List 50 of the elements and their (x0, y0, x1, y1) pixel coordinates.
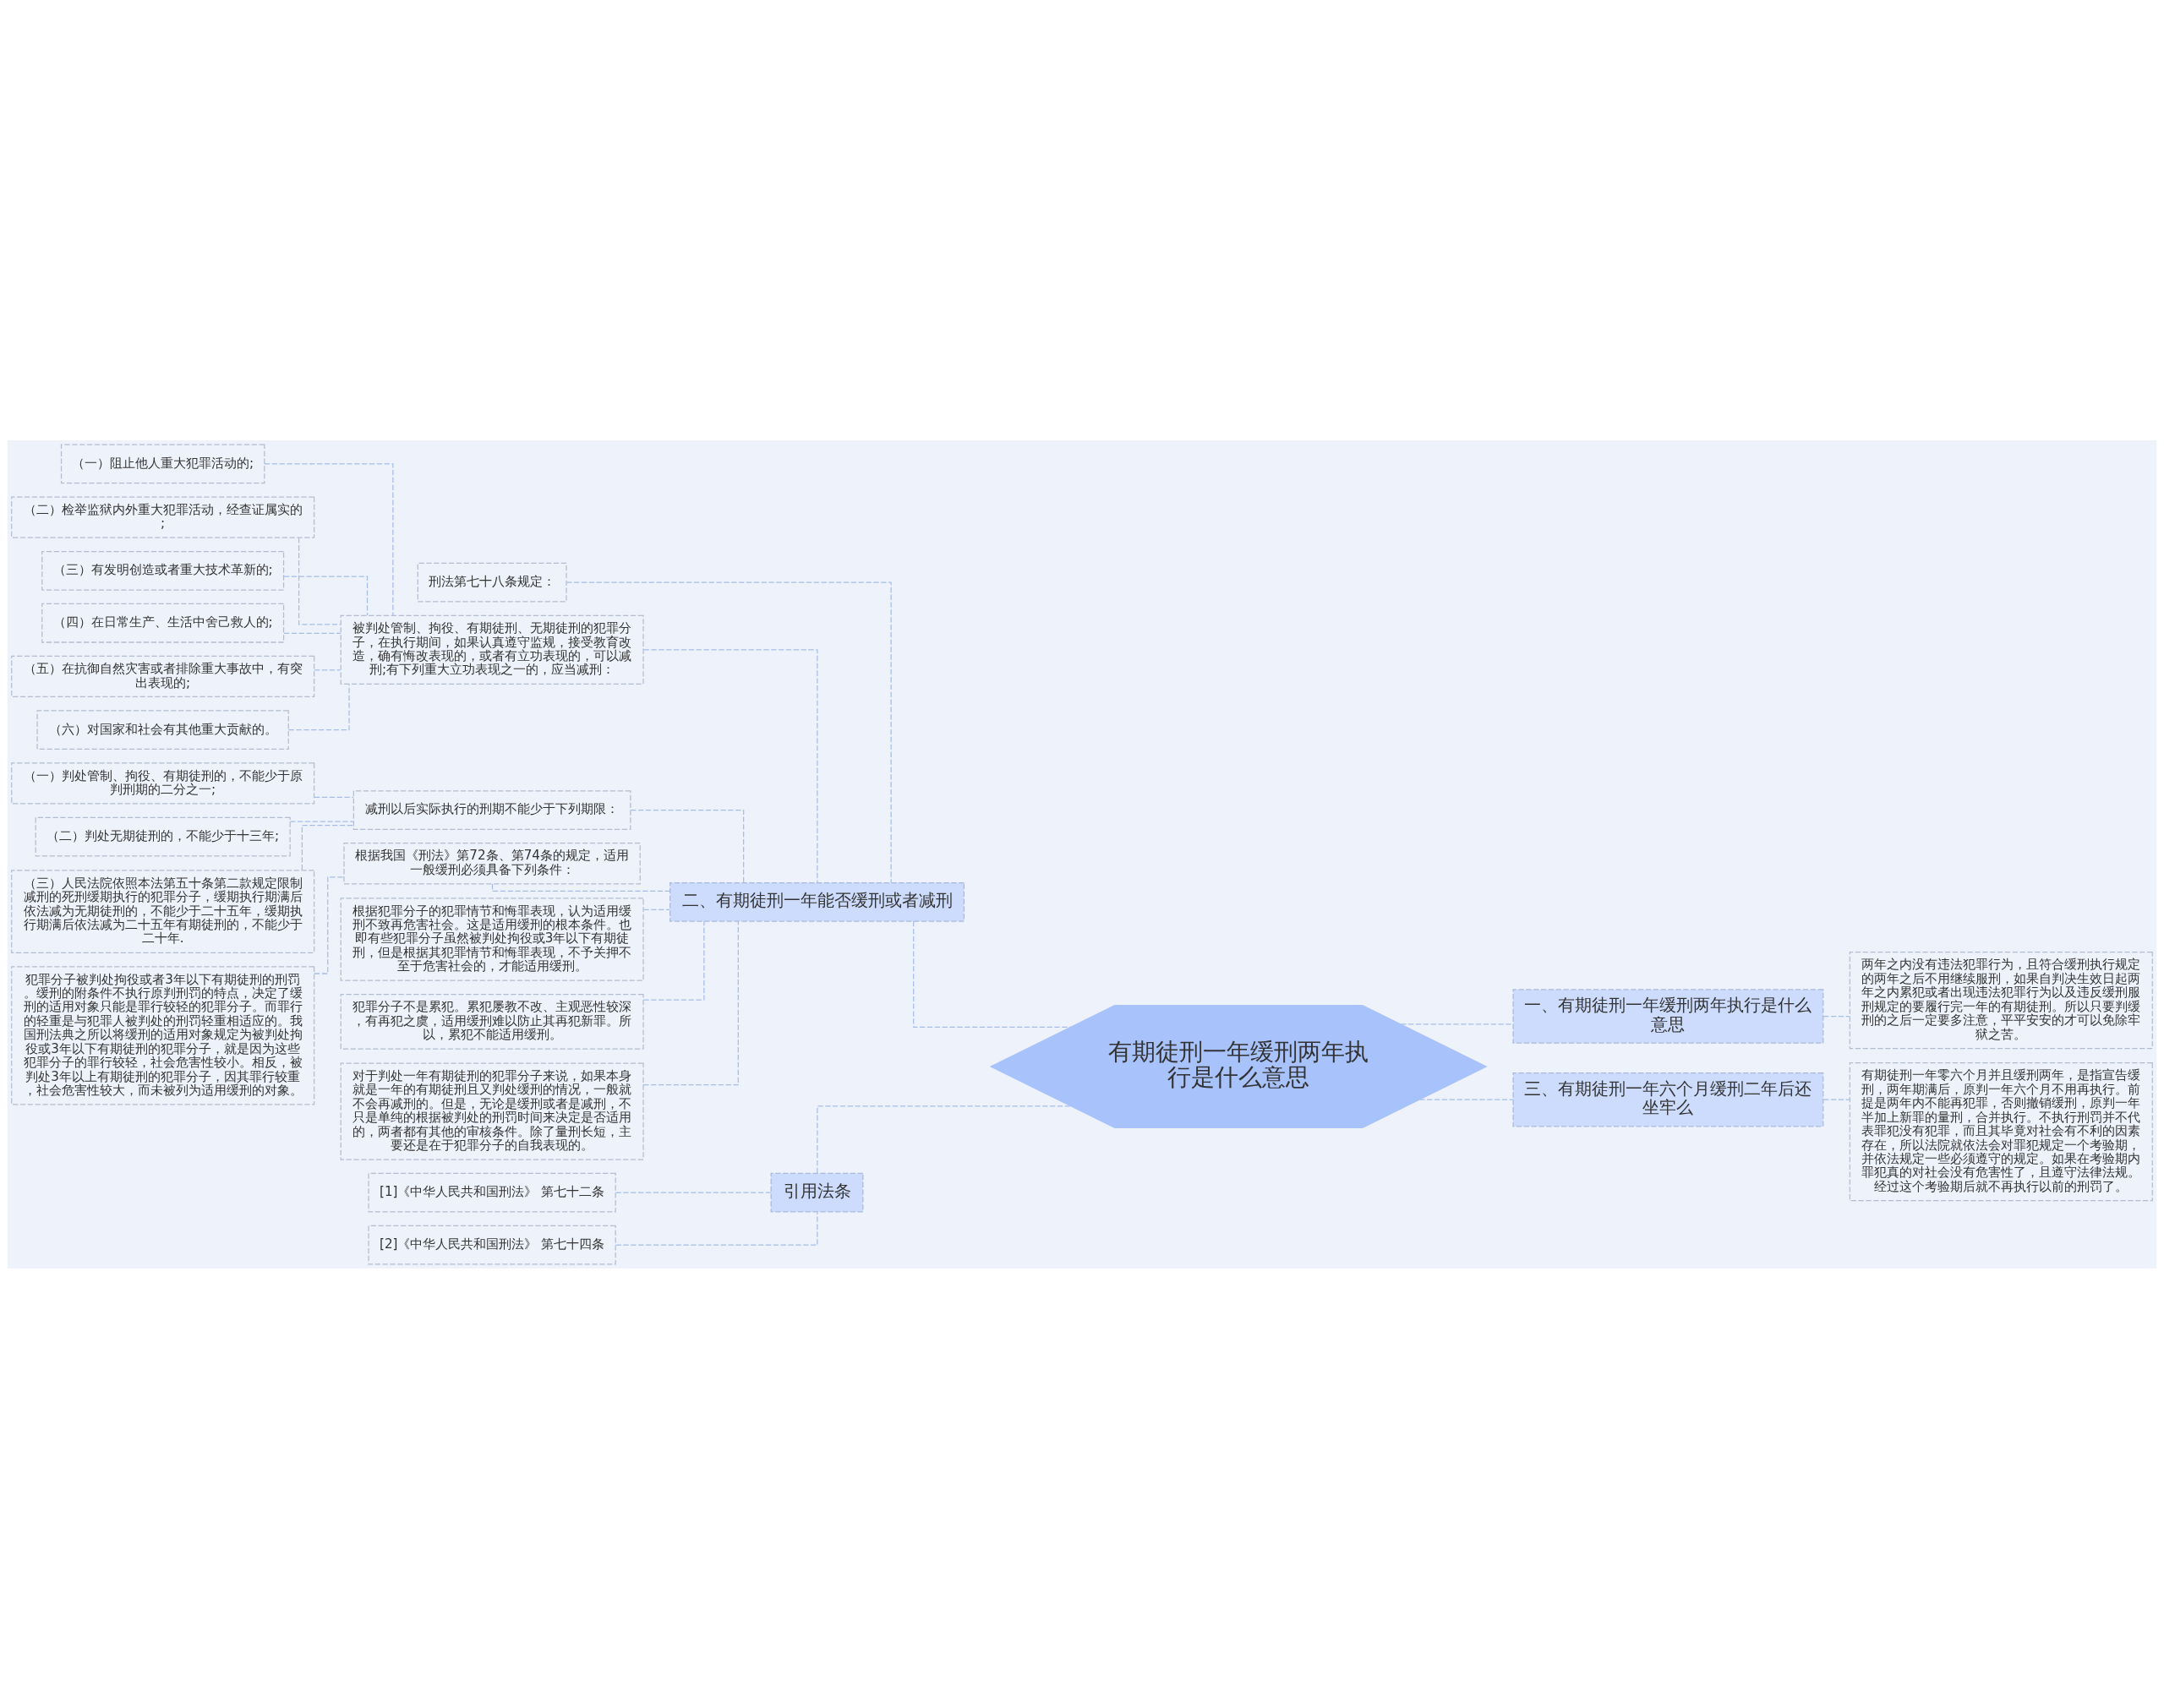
connector (642, 920, 739, 1085)
node-box: [2]《中华人民共和国刑法》 第七十四条 (368, 1225, 616, 1265)
node-box: 减刑以后实际执行的刑期不能少于下列期限： (352, 789, 631, 830)
node-box: 犯罪分子被判处拘役或者3年以下有期徒刑的刑罚。缓刑的附条件不执行原判刑罚的特点，决定了缓刑的适用对象只能是罪行较轻的犯罪分子。而罪行的轻重是与犯罪人被判处的刑罚轻重相适应的。我国刑法典之所以将缓刑的适用对象规定为被判处拘役或3年以下有期徒刑的犯罪分子，就是因为这些犯罪分子的罪行较轻，社会危害性较小。相反，被判处3年以上有期徒刑的犯罪分子，因其罪行较重，社会危害性较大，而未被列为适用缓刑的对象。 (11, 965, 315, 1105)
node-box: （一）判处管制、拘役、有期徒刑的，不能少于原判刑期的二分之一; (11, 761, 315, 805)
connector (642, 909, 671, 910)
connector (615, 1211, 818, 1246)
node-box: （一）阻止他人重大犯罪活动的; (60, 443, 265, 483)
connector (314, 668, 342, 670)
node-box: 两年之内没有违法犯罪行为，且符合缓刑执行规定的两年之后不用继续服刑，如果自判决生效日起两年之内累犯或者出现违法犯罪行为以及违反缓刑服刑规定的要履行完一年的有期徒刑。所以只要判缓刑的之后一定要多注意，平平安安的才可以免除牢狱之苦。 (1849, 951, 2153, 1049)
connector (283, 576, 369, 616)
node-box: （六）对国家和社会有其他重大贡献的。 (36, 709, 289, 750)
connector (289, 820, 354, 822)
node-box: （三）有发明创造或者重大技术革新的; (41, 550, 285, 591)
connector (491, 882, 671, 892)
connector (566, 581, 892, 883)
connector (615, 1192, 772, 1193)
connector (1822, 1015, 1850, 1017)
node-box: （三）人民法院依照本法第五十条第二款规定限制减刑的死刑缓期执行的犯罪分子，缓期执行期满后依法减为无期徒刑的，不能少于二十五年，缓期执行期满后依法减为二十五年有期徒刑的，不能少于二十年. (11, 869, 315, 953)
connector (314, 876, 345, 974)
node-box: 犯罪分子不是累犯。累犯屡教不改、主观恶性较深，有再犯之虞，适用缓刑难以防止其再犯新罪。所以，累犯不能适用缓刑。 (340, 993, 644, 1050)
node-box: （五）在抗御自然灾害或者排除重大事故中，有突出表现的; (11, 655, 315, 697)
node-box: 一、有期徒刑一年缓刑两年执行是什么意思 (1512, 988, 1824, 1044)
node-box: 根据犯罪分子的犯罪情节和悔罪表现，认为适用缓刑不致再危害社会。这是适用缓刑的根本条件。也即有些犯罪分子虽然被判处拘役或3年以下有期徒刑，但是根据其犯罪情节和悔罪表现，不予关押不至于危害社会的，才能适用缓刑。 (340, 897, 644, 981)
node-box: 有期徒刑一年零六个月并且缓刑两年，是指宣告缓刑，两年期满后，原判一年六个月不用再执行。前提是两年内不能再犯罪，否则撤销缓刑，原判一年半加上新罪的量刑，合并执行。不执行刑罚并不代表罪犯没有犯罪，而且其毕竟对社会有不利的因素存在，所以法院就依法会对罪犯规定一个考验期，并依法规定一些必须遵守的规定。如果在考验期内罪犯真的对社会没有危害性了，且遵守法律法规。经过这个考验期后就不再执行以前的刑罚了。 (1849, 1061, 2153, 1201)
node-box: 根据我国《刑法》第72条、第74条的规定，适用一般缓刑必须具备下列条件： (343, 842, 641, 884)
node-box: [1]《中华人民共和国刑法》 第七十二条 (368, 1172, 616, 1213)
connector (314, 796, 354, 798)
connector (642, 648, 818, 883)
connector (642, 920, 705, 1001)
connector (264, 462, 394, 616)
connector (298, 537, 342, 625)
connector (283, 632, 342, 634)
node-box: 三、有期徒刑一年六个月缓刑二年后还坐牢么 (1512, 1072, 1824, 1127)
connector (287, 683, 350, 730)
connector (1418, 1099, 1514, 1100)
node-box: 引用法条 (770, 1172, 864, 1213)
connector (301, 824, 354, 870)
node-box: 刑法第七十八条规定： (417, 562, 567, 603)
connector (913, 919, 1071, 1028)
node-box: （二）判处无期徒刑的，不能少于十三年; (35, 816, 291, 857)
connector (817, 1105, 1072, 1174)
node-box: 对于判处一年有期徒刑的犯罪分子来说，如果本身就是一年的有期徒刑且又判处缓刑的情况，一般就不会再减刑的。但是，无论是缓刑或者是减刑，不只是单纯的根据被判处的刑罚时间来决定是否适用的，两者都有其他的审核条件。除了量刑长短，主要还是在于犯罪分子的自我表现的。 (340, 1062, 644, 1160)
connector (630, 809, 745, 883)
node-box: 被判处管制、拘役、有期徒刑、无期徒刑的犯罪分子，在执行期间，如果认真遵守监规，接受教育改造，确有悔改表现的，或者有立功表现的，可以减刑;有下列重大立功表现之一的，应当减刑： (340, 614, 644, 685)
node-box: （二）检举监狱内外重大犯罪活动，经查证属实的; (11, 495, 315, 538)
connector (1822, 1099, 1850, 1100)
node-box: 二、有期徒刑一年能否缓刑或者减刑 (669, 881, 965, 922)
connector (1400, 1023, 1514, 1025)
node-box: （四）在日常生产、生活中舍己救人的; (41, 603, 285, 643)
